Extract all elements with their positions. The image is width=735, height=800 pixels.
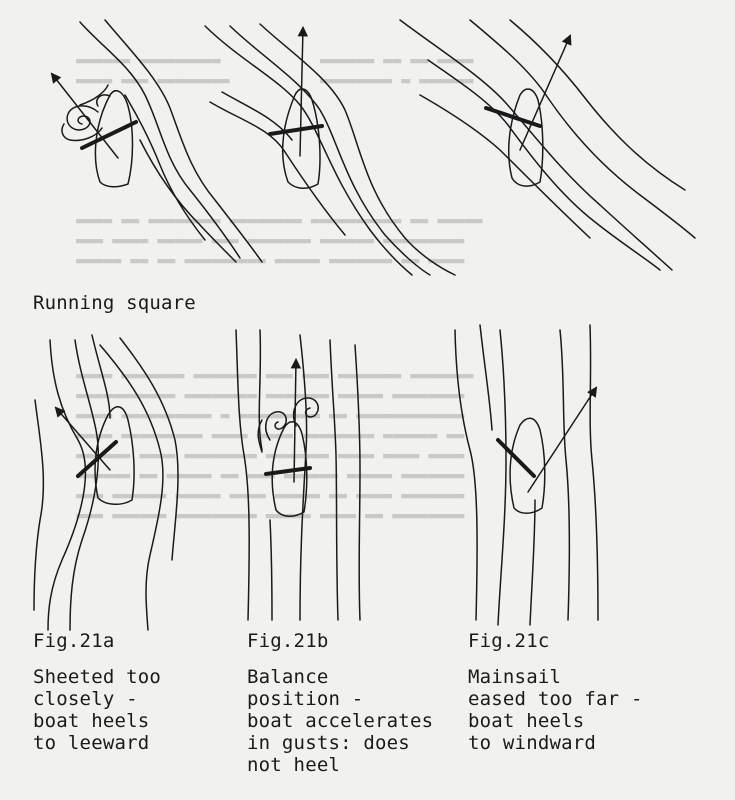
- boom: [498, 440, 534, 476]
- figure-caption: Balance position - boat accelerates in g…: [247, 666, 433, 776]
- figure-caption: Mainsail eased too far - boat heels to w…: [468, 666, 643, 754]
- figure-number: Fig.21b: [247, 630, 328, 652]
- heel-direction-arrow: [56, 408, 110, 470]
- figure-number: Fig.21c: [468, 630, 549, 652]
- figure-caption: Sheeted too closely - boat heels to leew…: [33, 666, 161, 754]
- boat-hull: [510, 418, 545, 513]
- flow-lines: [455, 325, 598, 625]
- heel-direction-arrow: [528, 388, 596, 492]
- flow-lines: [400, 20, 695, 270]
- boom: [82, 122, 136, 148]
- figure-number: Fig.21a: [33, 630, 114, 652]
- turbulence-swirl: [258, 398, 318, 452]
- flow-lines: [236, 330, 360, 620]
- heading-arrow: [294, 360, 296, 482]
- flow-lines: [80, 20, 262, 262]
- flow-lines: [34, 335, 178, 630]
- heading-arrow: [300, 28, 303, 156]
- section-label: Running square: [33, 292, 196, 314]
- flow-lines: [205, 24, 455, 275]
